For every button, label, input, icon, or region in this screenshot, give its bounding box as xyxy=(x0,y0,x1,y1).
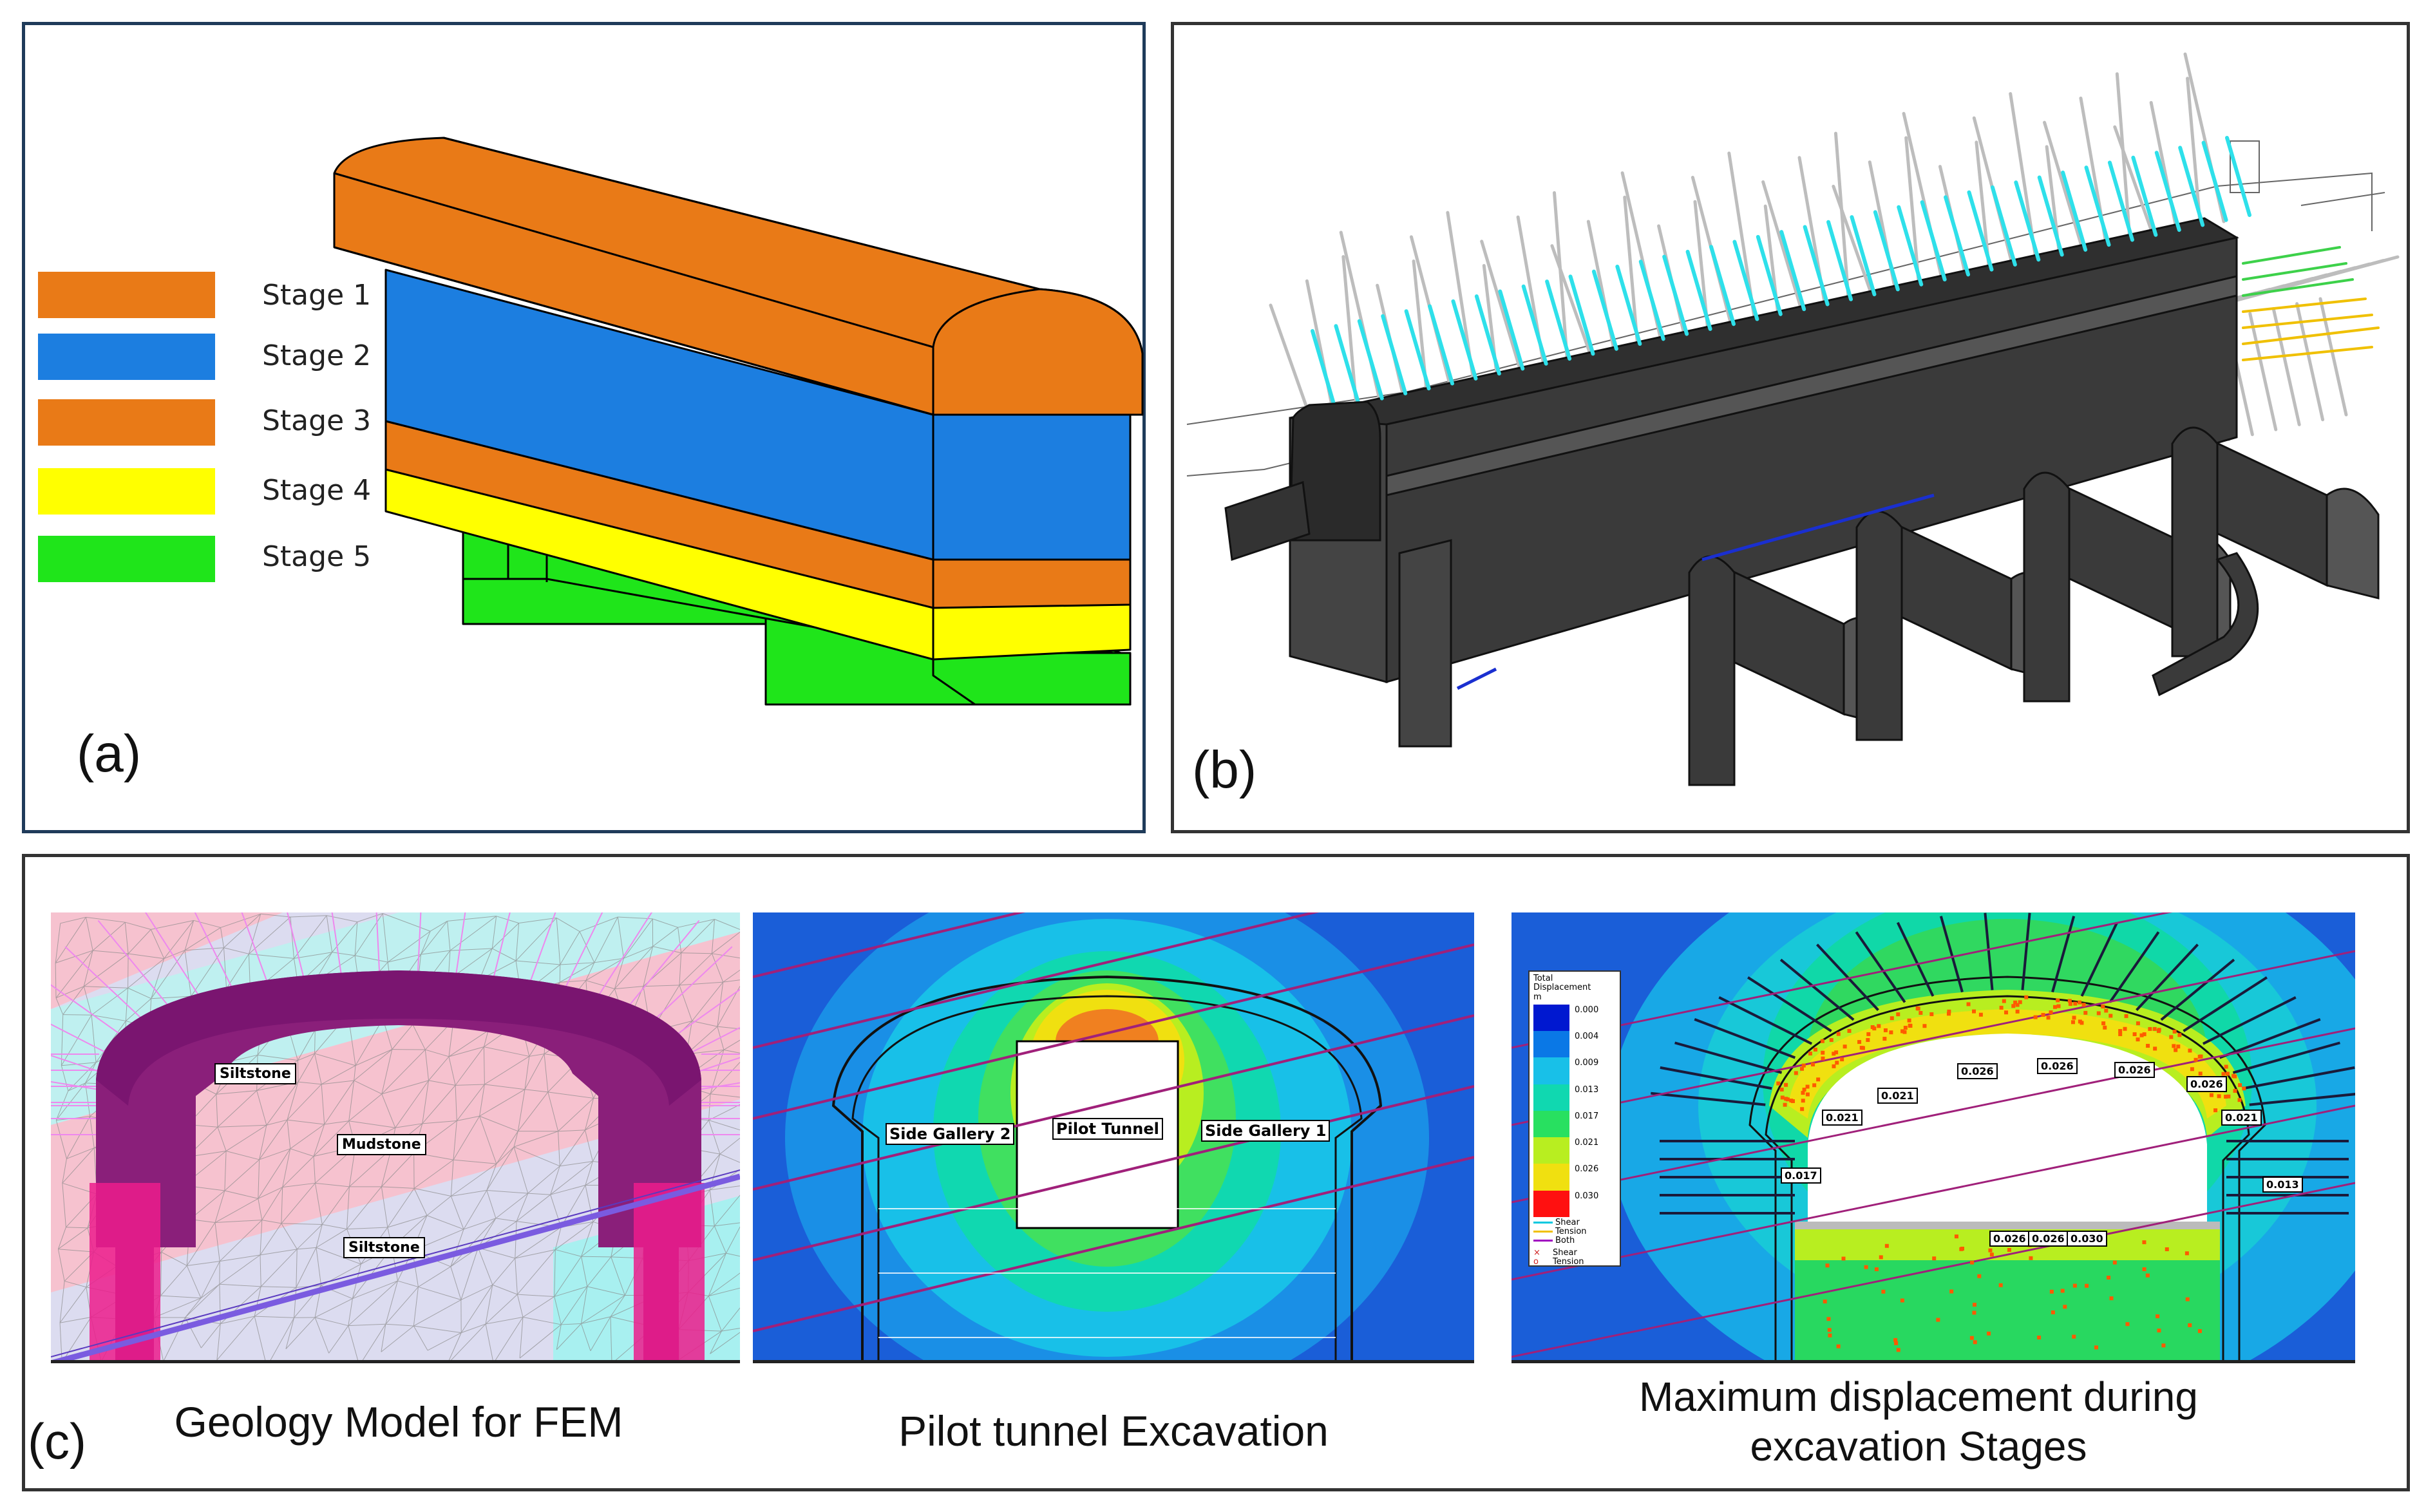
legend-label-stage-4: Stage 4 xyxy=(262,474,372,507)
legend-value: 0.021 xyxy=(1575,1138,1599,1148)
legend-swatch-stage-1 xyxy=(38,272,215,318)
disp-label-wall-left: 0.017 xyxy=(1781,1167,1821,1184)
disp-label-invert-2: 0.026 xyxy=(2028,1231,2069,1247)
disp-label-crown-2: 0.026 xyxy=(2037,1058,2078,1074)
legend-color-swatch xyxy=(1533,1110,1569,1138)
disp-label-crown-4: 0.026 xyxy=(2186,1076,2227,1092)
panel-b-label: (b) xyxy=(1192,741,1257,799)
cavern-support-3d-model xyxy=(1186,52,2400,786)
disp-label-wall-right: 0.013 xyxy=(2262,1177,2303,1193)
legend-title-line2: Displacement xyxy=(1533,983,1591,993)
disp-label-shoulder-1: 0.021 xyxy=(1877,1088,1918,1104)
legend-value: 0.013 xyxy=(1575,1084,1599,1095)
legend-value: 0.009 xyxy=(1575,1058,1599,1068)
pilot-label-side-gallery-2: Side Gallery 2 xyxy=(886,1123,1015,1145)
legend-value: 0.000 xyxy=(1575,1005,1599,1015)
legend-color-swatch xyxy=(1533,1004,1569,1032)
geology-label-siltstone-bottom: Siltstone xyxy=(343,1237,425,1258)
legend-marker-item: ×Shear xyxy=(1533,1247,1577,1258)
legend-color-swatch xyxy=(1533,1190,1569,1217)
pilot-label-side-gallery-1: Side Gallery 1 xyxy=(1201,1120,1331,1142)
panel-c-fem-results: (c) Siltstone Mudstone Siltstone Geology… xyxy=(22,854,2410,1491)
cavern-stage-block xyxy=(333,137,1144,706)
legend-color-swatch xyxy=(1533,1057,1569,1084)
legend-value: 0.030 xyxy=(1575,1191,1599,1201)
legend-color-swatch xyxy=(1533,1137,1569,1164)
legend-value: 0.017 xyxy=(1575,1111,1599,1121)
caption-pilot-tunnel: Pilot tunnel Excavation xyxy=(898,1407,1329,1455)
legend-value: 0.026 xyxy=(1575,1164,1599,1175)
legend-label-stage-3: Stage 3 xyxy=(262,404,372,437)
displacement-legend: Total Displacement m 0.000 0.004 0.009 0.01… xyxy=(1528,970,1621,1267)
geology-model-plot xyxy=(51,912,740,1363)
legend-swatch-stage-4 xyxy=(38,468,215,515)
panel-a-stage-diagram: Stage 1 Stage 2 Stage 3 Stage 4 Stage 5 xyxy=(22,22,1146,833)
caption-geology-model: Geology Model for FEM xyxy=(174,1398,623,1446)
legend-line-item: Shear xyxy=(1533,1218,1616,1227)
disp-label-crown-1: 0.026 xyxy=(1957,1063,1998,1079)
legend-swatch-stage-2 xyxy=(38,334,215,380)
caption-max-displacement-line1: Maximum displacement during xyxy=(1639,1374,2198,1420)
max-displacement-contour-plot xyxy=(1512,912,2355,1363)
legend-label-stage-2: Stage 2 xyxy=(262,339,372,372)
panel-c-label: (c) xyxy=(28,1413,86,1469)
legend-color-swatch xyxy=(1533,1084,1569,1111)
pilot-label-pilot-tunnel: Pilot Tunnel xyxy=(1052,1118,1163,1140)
disp-label-invert-1: 0.026 xyxy=(1989,1231,2030,1247)
geology-label-mudstone: Mudstone xyxy=(337,1134,426,1155)
legend-swatch-stage-5 xyxy=(38,536,215,582)
disp-label-shoulder-3: 0.021 xyxy=(2221,1110,2262,1126)
disp-label-shoulder-2: 0.021 xyxy=(1822,1110,1862,1126)
panel-a-label: (a) xyxy=(77,724,142,783)
legend-line-item: Tension xyxy=(1533,1227,1616,1236)
legend-label-stage-5: Stage 5 xyxy=(262,540,372,573)
legend-scale: 0.000 0.004 0.009 0.013 0.017 0.021 0.026 0.030 xyxy=(1530,1004,1620,1217)
legend-title-line1: Total xyxy=(1533,974,1553,983)
caption-max-displacement-line2: excavation Stages xyxy=(1750,1422,2087,1469)
disp-label-crown-3: 0.026 xyxy=(2114,1062,2155,1078)
legend-label-stage-1: Stage 1 xyxy=(262,279,372,312)
geology-label-siltstone-top: Siltstone xyxy=(214,1063,296,1084)
legend-color-swatch xyxy=(1533,1031,1569,1058)
legend-value: 0.004 xyxy=(1575,1032,1599,1042)
legend-line-item: Both xyxy=(1533,1236,1616,1245)
panel-b-support-model: (b) xyxy=(1171,22,2410,833)
legend-color-swatch xyxy=(1533,1164,1569,1191)
legend-unit: m xyxy=(1533,992,1542,1002)
disp-label-invert-3: 0.030 xyxy=(2067,1231,2107,1247)
caption-max-displacement: Maximum displacement during excavation S… xyxy=(1500,1372,2337,1471)
legend-swatch-stage-3 xyxy=(38,399,215,446)
